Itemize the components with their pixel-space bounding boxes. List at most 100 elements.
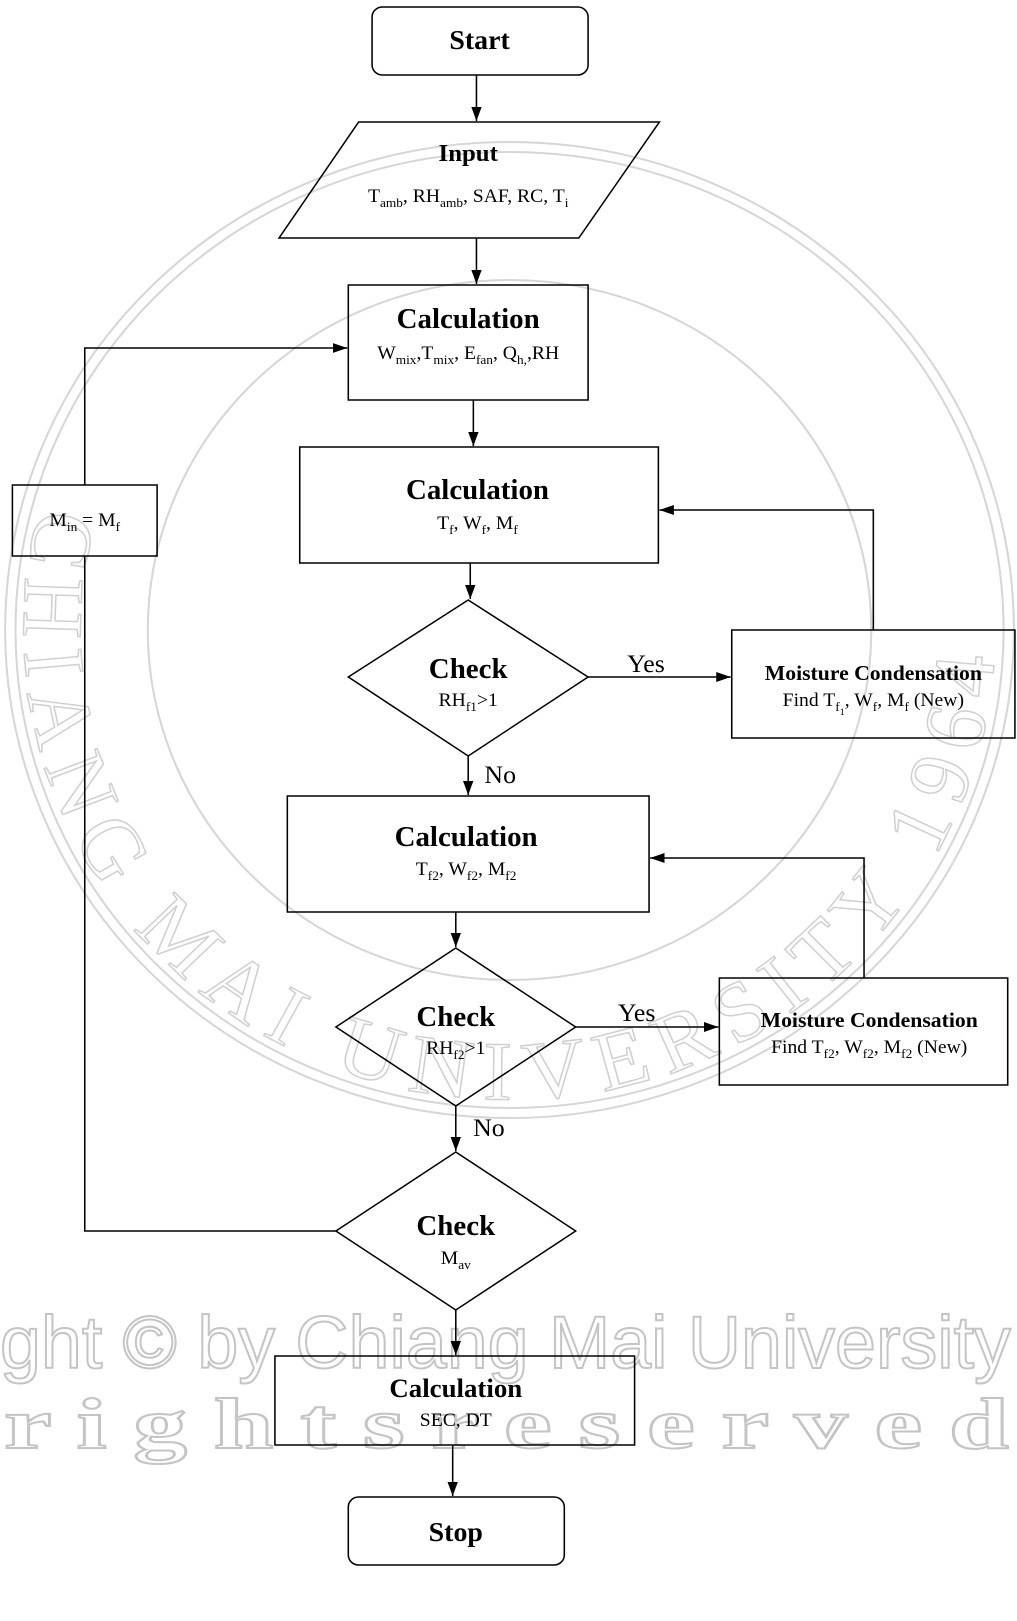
edge-moisture2-loop: [650, 853, 865, 978]
formula-subscript: f: [905, 699, 910, 714]
formula-subscript: amb: [380, 195, 403, 210]
formula-text: T: [437, 513, 449, 534]
formula-text: M: [49, 510, 66, 531]
formula-subscript: i: [565, 195, 569, 210]
watermark-copyright-line: ght © by Chiang Mai University: [0, 1301, 1011, 1384]
formula-subscript: f1: [466, 699, 477, 714]
calc3-title: Calculation: [395, 822, 538, 852]
formula-text: , W: [835, 1037, 864, 1058]
moisture2-title: Moisture Condensation: [761, 1008, 978, 1032]
formula-subscript: f: [449, 522, 454, 537]
check1-diamond: [346, 599, 590, 757]
formula-text: RH: [426, 1038, 453, 1059]
formula-text: T: [416, 859, 428, 880]
input-title: Input: [439, 140, 499, 167]
formula-text: , M: [874, 1037, 901, 1058]
check2-yes-label: Yes: [618, 999, 656, 1027]
formula-text: , SAF, RC, T: [463, 186, 565, 207]
formula-subscript: f: [835, 699, 840, 714]
check3-diamond: [334, 1151, 578, 1311]
formula-text: Find T: [771, 1037, 824, 1058]
check1-no-label: No: [484, 761, 516, 789]
formula-text: ,RH: [527, 343, 559, 364]
check2-condition: RHf2>1: [426, 1038, 485, 1062]
update-box: [11, 484, 158, 557]
formula-subscript: f2: [863, 1046, 874, 1061]
formula-subscript: f: [873, 699, 878, 714]
formula-text: (New): [912, 1037, 967, 1058]
formula-subscript: f: [482, 522, 487, 537]
edge-moisture1-loop: [659, 505, 875, 630]
calc1-variables: Wmix,Tmix, Efan, Qh,,RH: [377, 343, 559, 367]
formula-text: , W: [439, 859, 468, 880]
node-update: Min = Mf: [11, 484, 158, 557]
node-stop: Stop: [347, 1496, 566, 1566]
input-variables: Tamb, RHamb, SAF, RC, Ti: [368, 186, 569, 210]
update-assignment: Min = Mf: [49, 510, 120, 534]
formula-subscript: f2: [428, 868, 439, 883]
moisture1-box: [730, 629, 1016, 739]
formula-subscript: h,: [517, 352, 527, 367]
formula-text: , E: [454, 343, 476, 364]
moisture1-variables: Find Tf1, Wf, Mf (New): [783, 690, 964, 718]
check1-title: Check: [429, 654, 508, 684]
formula-text: = M: [77, 510, 115, 531]
formula-text: M: [441, 1248, 458, 1269]
calc4-variables: SEC, DT: [420, 1410, 492, 1431]
formula-text: , M: [486, 513, 513, 534]
watermark-rights-line: r i g h t s r e s e r v e d: [4, 1384, 1009, 1464]
moisture2-variables: Find Tf2, Wf2, Mf2 (New): [771, 1037, 967, 1061]
calc2-variables: Tf, Wf, Mf: [437, 513, 518, 537]
node-input: Input Tamb, RHamb, SAF, RC, Ti: [277, 121, 661, 239]
formula-text: >1: [477, 690, 498, 711]
check2-no-label: No: [473, 1114, 505, 1142]
calc4-title: Calculation: [389, 1373, 522, 1403]
formula-text: RH: [439, 690, 466, 711]
calc2-box: [298, 446, 660, 564]
start-terminator: [371, 6, 589, 76]
formula-subscript: f2: [453, 1047, 464, 1062]
formula-subscript: amb: [440, 195, 463, 210]
calc3-variables: Tf2, Wf2, Mf2: [416, 859, 517, 883]
node-calc1: Calculation Wmix,Tmix, Efan, Qh,,RH: [347, 284, 589, 401]
calc1-title: Calculation: [397, 304, 540, 334]
stop-label: Stop: [429, 1517, 483, 1547]
formula-text: T: [368, 186, 380, 207]
formula-text: , RH: [403, 186, 440, 207]
check1-condition: RHf1>1: [439, 690, 498, 714]
node-calc4: Calculation SEC, DT: [274, 1355, 636, 1446]
node-calc2: Calculation Tf, Wf, Mf: [298, 446, 660, 564]
calc3-box: [286, 795, 650, 913]
formula-subscript: fan: [476, 352, 493, 367]
check2-title: Check: [416, 1002, 495, 1032]
formula-text: (New): [909, 690, 964, 711]
check3-condition: Mav: [441, 1248, 472, 1272]
check2-diamond: [334, 947, 578, 1107]
formula-subscript: mix: [396, 352, 417, 367]
formula-subscript: f2: [824, 1046, 835, 1061]
check3-title: Check: [416, 1211, 495, 1241]
formula-text: SEC, DT: [420, 1410, 492, 1431]
formula-subscript: in: [67, 519, 78, 534]
check1-yes-label: Yes: [627, 650, 665, 678]
formula-subscript: mix: [433, 352, 454, 367]
formula-text: >1: [465, 1038, 486, 1059]
formula-text: ,T: [416, 343, 433, 364]
calc4-box: [274, 1355, 636, 1446]
node-moisture1: Moisture Condensation Find Tf1, Wf, Mf (…: [730, 629, 1016, 739]
edge-update-to-calc1: [83, 343, 348, 485]
formula-subscript: f: [513, 522, 518, 537]
node-check2: Check RHf2>1 Yes No: [334, 947, 656, 1142]
calc2-title: Calculation: [406, 475, 549, 505]
edge-check3-to-update: [83, 556, 336, 1232]
formula-subscript: f2: [505, 868, 516, 883]
node-calc3: Calculation Tf2, Wf2, Mf2: [286, 795, 650, 913]
formula-subscript: f2: [467, 868, 478, 883]
formula-subsubscript: 1: [840, 707, 845, 718]
formula-text: , Q: [493, 343, 517, 364]
formula-text: W: [377, 343, 396, 364]
stop-terminator: [347, 1496, 566, 1566]
formula-subscript: f: [116, 519, 121, 534]
node-moisture2: Moisture Condensation Find Tf2, Wf2, Mf2…: [718, 977, 1009, 1086]
